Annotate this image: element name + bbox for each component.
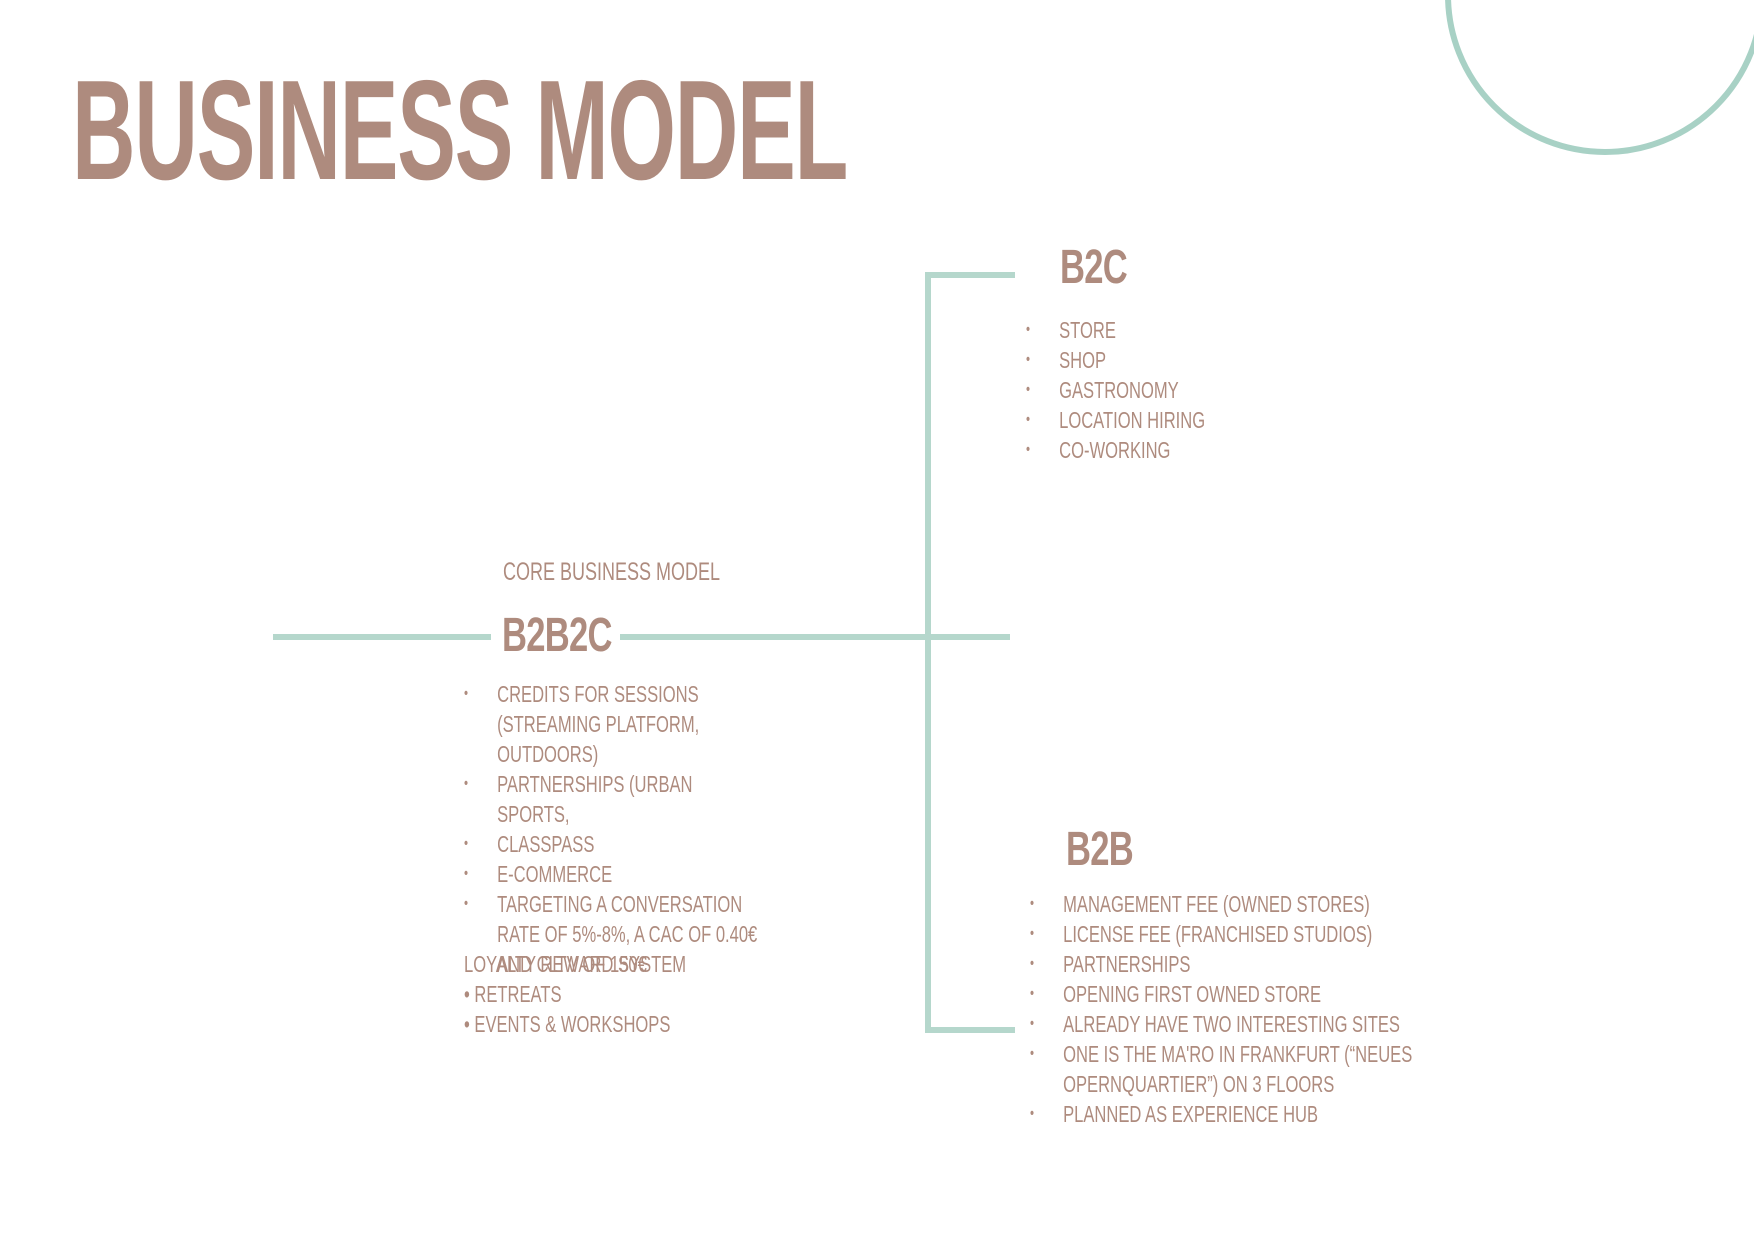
list-item-text: MANAGEMENT FEE (OWNED STORES) xyxy=(1063,891,1370,917)
list-item-text: CREDITS FOR SESSIONS (STREAMING PLATFORM… xyxy=(497,681,700,767)
list-item-text: PARTNERSHIPS (URBAN SPORTS, xyxy=(497,771,693,827)
list-item-text: LOCATION HIRING xyxy=(1059,407,1206,433)
core-business-model-label: CORE BUSINESS MODEL xyxy=(503,558,721,586)
core-line-right xyxy=(620,634,1010,640)
b2b-connector-horizontal xyxy=(925,1027,1015,1033)
core-line-left xyxy=(273,634,491,640)
list-item-text: LICENSE FEE (FRANCHISED STUDIOS) xyxy=(1063,921,1373,947)
list-item-text: ALREADY HAVE TWO INTERESTING SITES xyxy=(1063,1011,1400,1037)
list-item: •TARGETING A CONVERSATION RATE OF 5%-8%,… xyxy=(464,891,758,977)
list-item: •PARTNERSHIPS (URBAN SPORTS, xyxy=(464,771,693,827)
b2b-list: •MANAGEMENT FEE (OWNED STORES) •LICENSE … xyxy=(1030,889,1433,1129)
list-item: •LOCATION HIRING xyxy=(1026,407,1206,433)
list-item: •STORE xyxy=(1026,317,1116,343)
b2b2c-heading: B2B2C xyxy=(502,609,612,662)
list-item: •ONE IS THE MA'RO IN FRANKFURT (“NEUES O… xyxy=(1030,1041,1413,1097)
list-item: •SHOP xyxy=(1026,347,1107,373)
b2c-list: •STORE •SHOP •GASTRONOMY •LOCATION HIRIN… xyxy=(1026,315,1205,465)
list-item-text: TARGETING A CONVERSATION RATE OF 5%-8%, … xyxy=(497,891,758,977)
list-item: •CLASSPASS xyxy=(464,831,595,857)
list-item-text: E-COMMERCE xyxy=(497,861,613,887)
list-item: •CREDITS FOR SESSIONS (STREAMING PLATFOR… xyxy=(464,681,700,767)
b2c-heading: B2C xyxy=(1060,241,1128,294)
loyalty-title: LOYALTY REWARD SYSTEM xyxy=(464,951,687,977)
b2b-heading: B2B xyxy=(1066,823,1134,876)
page-title: BUSINESS MODEL xyxy=(72,51,848,210)
list-item: •E-COMMERCE xyxy=(464,861,613,887)
list-item: •PARTNERSHIPS xyxy=(1030,951,1191,977)
list-item: •LICENSE FEE (FRANCHISED STUDIOS) xyxy=(1030,921,1373,947)
list-item-text: STORE xyxy=(1059,317,1116,343)
list-item-text: CO-WORKING xyxy=(1059,437,1171,463)
list-item-text: PLANNED AS EXPERIENCE HUB xyxy=(1063,1101,1319,1127)
loyalty-block: LOYALTY REWARD SYSTEM • RETREATS • EVENT… xyxy=(464,949,686,1039)
core-list: •CREDITS FOR SESSIONS (STREAMING PLATFOR… xyxy=(464,679,769,979)
list-item: •CO-WORKING xyxy=(1026,437,1171,463)
list-item-text: GASTRONOMY xyxy=(1059,377,1179,403)
loyalty-line: • EVENTS & WORKSHOPS xyxy=(464,1011,671,1037)
list-item-text: SHOP xyxy=(1059,347,1107,373)
list-item: •MANAGEMENT FEE (OWNED STORES) xyxy=(1030,891,1370,917)
list-item: •GASTRONOMY xyxy=(1026,377,1179,403)
decorative-circle xyxy=(1445,0,1754,155)
list-item: •OPENING FIRST OWNED STORE xyxy=(1030,981,1322,1007)
list-item-text: ONE IS THE MA'RO IN FRANKFURT (“NEUES OP… xyxy=(1063,1041,1413,1097)
list-item-text: CLASSPASS xyxy=(497,831,595,857)
loyalty-line: • RETREATS xyxy=(464,981,562,1007)
list-item-text: PARTNERSHIPS xyxy=(1063,951,1191,977)
list-item-text: OPENING FIRST OWNED STORE xyxy=(1063,981,1322,1007)
vertical-connector xyxy=(925,272,931,1033)
b2c-connector-horizontal xyxy=(925,272,1015,278)
list-item: •PLANNED AS EXPERIENCE HUB xyxy=(1030,1101,1319,1127)
list-item: •ALREADY HAVE TWO INTERESTING SITES xyxy=(1030,1011,1400,1037)
